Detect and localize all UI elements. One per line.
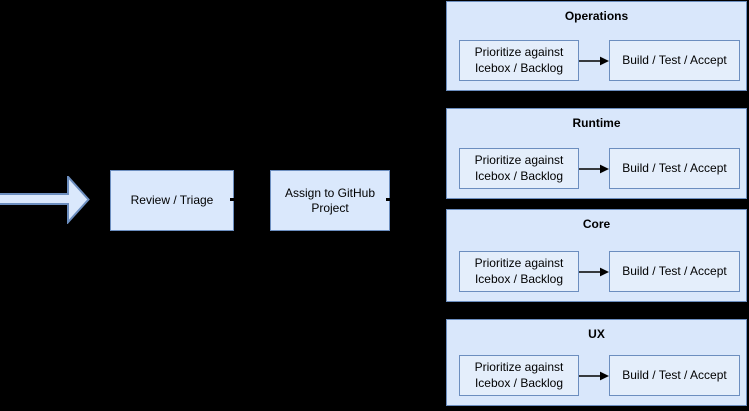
lane-ux: UX Prioritize against Icebox / Backlog B… <box>446 319 747 406</box>
lane-steps-row: Prioritize against Icebox / Backlog Buil… <box>459 40 740 81</box>
step-prioritize: Prioritize against Icebox / Backlog <box>459 251 579 292</box>
step-build-test-accept: Build / Test / Accept <box>609 355 740 396</box>
lane-core: Core Prioritize against Icebox / Backlog… <box>446 209 747 302</box>
step-build-test-accept-label: Build / Test / Accept <box>622 263 727 278</box>
lane-steps-row: Prioritize against Icebox / Backlog Buil… <box>459 251 740 292</box>
entry-arrow-icon <box>0 176 90 224</box>
arrow-right-icon <box>579 164 609 173</box>
node-review-triage-label: Review / Triage <box>130 193 214 207</box>
step-prioritize-label: Prioritize against Icebox / Backlog <box>474 152 564 183</box>
lane-steps-row: Prioritize against Icebox / Backlog Buil… <box>459 148 740 189</box>
step-prioritize-label: Prioritize against Icebox / Backlog <box>474 359 564 390</box>
step-build-test-accept: Build / Test / Accept <box>609 251 740 292</box>
lane-title: Core <box>582 217 611 231</box>
step-prioritize-label: Prioritize against Icebox / Backlog <box>474 44 564 75</box>
entry-arrow-shape <box>0 176 90 224</box>
connector-stub-assign <box>386 198 391 201</box>
node-assign-github-project: Assign to GitHub Project <box>270 170 390 231</box>
lane-runtime: Runtime Prioritize against Icebox / Back… <box>446 108 747 199</box>
arrow-right-icon <box>579 267 609 276</box>
step-prioritize-label: Prioritize against Icebox / Backlog <box>474 255 564 286</box>
connector-stub-review <box>230 198 235 201</box>
arrow-right-icon <box>579 371 609 380</box>
lane-operations: Operations Prioritize against Icebox / B… <box>446 1 747 91</box>
step-prioritize: Prioritize against Icebox / Backlog <box>459 40 579 81</box>
lane-title: Operations <box>564 9 629 23</box>
arrow-right-icon <box>579 56 609 65</box>
step-build-test-accept-label: Build / Test / Accept <box>622 367 727 382</box>
step-build-test-accept: Build / Test / Accept <box>609 40 740 81</box>
step-build-test-accept-label: Build / Test / Accept <box>622 52 727 67</box>
step-prioritize: Prioritize against Icebox / Backlog <box>459 355 579 396</box>
node-assign-github-project-label: Assign to GitHub Project <box>284 185 376 215</box>
lane-title: UX <box>588 327 605 341</box>
step-prioritize: Prioritize against Icebox / Backlog <box>459 148 579 189</box>
step-build-test-accept: Build / Test / Accept <box>609 148 740 189</box>
lane-steps-row: Prioritize against Icebox / Backlog Buil… <box>459 355 740 396</box>
lane-title: Runtime <box>572 116 621 130</box>
node-review-triage: Review / Triage <box>110 170 234 231</box>
step-build-test-accept-label: Build / Test / Accept <box>622 160 727 175</box>
